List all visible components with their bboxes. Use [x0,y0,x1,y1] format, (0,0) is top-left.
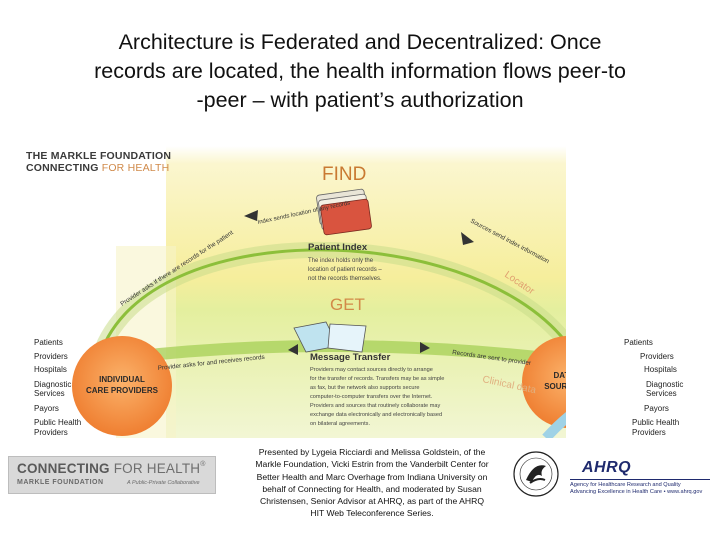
caption-line: HIT Web Teleconference Series. [310,508,434,519]
right-list-item: Providers [632,428,666,437]
right-list-item: Hospitals [644,365,677,374]
patient-index-desc-1: The index holds only the [308,258,374,264]
markle-header: THE MARKLE FOUNDATION CONNECTING FOR HEA… [26,150,171,174]
arrow-top-left [244,210,258,221]
records-stack-icon [316,188,372,236]
patient-index-desc-2: location of patient records – [308,267,382,273]
message-transfer-desc-5: Providers and sources that routinely col… [310,403,440,409]
data-stream [542,412,566,438]
left-list-item: Patients [34,338,63,347]
data-sources-node [522,336,566,428]
architecture-diagram: FIND GET Patient Index The index holds o… [26,146,566,438]
right-list-item: Providers [640,351,674,361]
right-list-item: Payors [644,403,669,413]
left-list-item: Providers [34,351,68,361]
presenter-caption: Presented by Lygeia Ricciardi and Meliss… [226,446,518,520]
cfh-logo-tagline: A Public-Private Collaborative [127,480,200,486]
ahrq-logo-tagline: Agency for Healthcare Research and Quali… [570,482,703,495]
message-transfer-desc-3: as fax, but the network also supports se… [310,385,419,391]
left-list-item: Services [34,388,65,398]
slide-title: Architecture is Federated and Decentrali… [40,28,680,115]
patient-index-title: Patient Index [308,242,368,253]
left-stakeholder-list: Patients Providers Hospitals Diagnostic … [34,336,81,437]
connecting-for-health-logo: CONNECTING FOR HEALTH® MARKLE FOUNDATION… [8,456,216,494]
right-list-item: Services [646,388,677,398]
arrow-top-right [461,232,474,245]
title-line-3: -peer – with patient’s authorization [196,88,524,112]
individual-care-line-2: CARE PROVIDERS [86,386,159,395]
individual-care-line-1: INDIVIDUAL [99,375,145,384]
message-transfer-desc-6: exchange data electronically and electro… [310,412,442,418]
cfh-logo-subtitle: MARKLE FOUNDATION [17,479,104,486]
left-list-item: Providers [34,428,68,437]
right-list-item: Patients [624,338,653,347]
ahrq-logo-divider [570,479,710,481]
individual-care-node [72,336,172,436]
ahrq-logo: AHRQ Agency for Healthcare Research and … [566,458,714,498]
message-transfer-title: Message Transfer [310,352,391,363]
caption-line: behalf of Connecting for Health, and mod… [262,483,482,494]
ahrq-logo-name: AHRQ [582,459,632,476]
caption-line: Christensen, Senior Advisor at AHRQ, as … [259,496,484,507]
message-transfer-icon [293,321,367,353]
find-label: FIND [322,164,366,185]
message-transfer-desc-4: computer-to-computer transfers over the … [310,394,433,400]
get-label: GET [330,295,365,314]
title-line-2: records are located, the health informat… [94,59,626,83]
right-list-item: Public Health [632,418,680,427]
caption-line: Presented by Lygeia Ricciardi and Meliss… [258,447,486,457]
outer-arc-line [96,248,566,363]
caption-line: Better Health and Marc Overhage from Ind… [256,471,488,482]
hhs-seal-icon [512,450,560,498]
right-list-item: Diagnostic [646,379,684,389]
right-stakeholder-list: Patients Providers Hospitals Diagnostic … [624,336,683,437]
left-list-item: Diagnostic [34,379,72,389]
cfh-logo-wordmark: CONNECTING FOR HEALTH® [17,461,206,476]
left-list-item: Hospitals [34,365,67,374]
left-list-item: Public Health [34,418,82,427]
caption-line: Markle Foundation, Vicki Estrin from the… [255,459,489,470]
message-transfer-desc-2: for the transfer of records. Transfers m… [310,376,444,382]
arrow-lower-left [288,344,298,355]
left-list-item: Payors [34,403,59,413]
message-transfer-desc-1: Providers may contact sources directly t… [310,367,433,373]
title-line-1: Architecture is Federated and Decentrali… [118,30,602,54]
data-sources-line-1: DATA [553,371,566,380]
message-transfer-desc-7: on bilateral agreements. [310,421,370,427]
patient-index-desc-3: not the records themselves. [308,276,382,282]
markle-header-line-2: CONNECTING FOR HEALTH [26,162,170,174]
data-sources-line-2: SOURCES [544,382,566,391]
arrow-lower-right [420,342,430,353]
markle-header-line-1: THE MARKLE FOUNDATION [26,150,172,162]
